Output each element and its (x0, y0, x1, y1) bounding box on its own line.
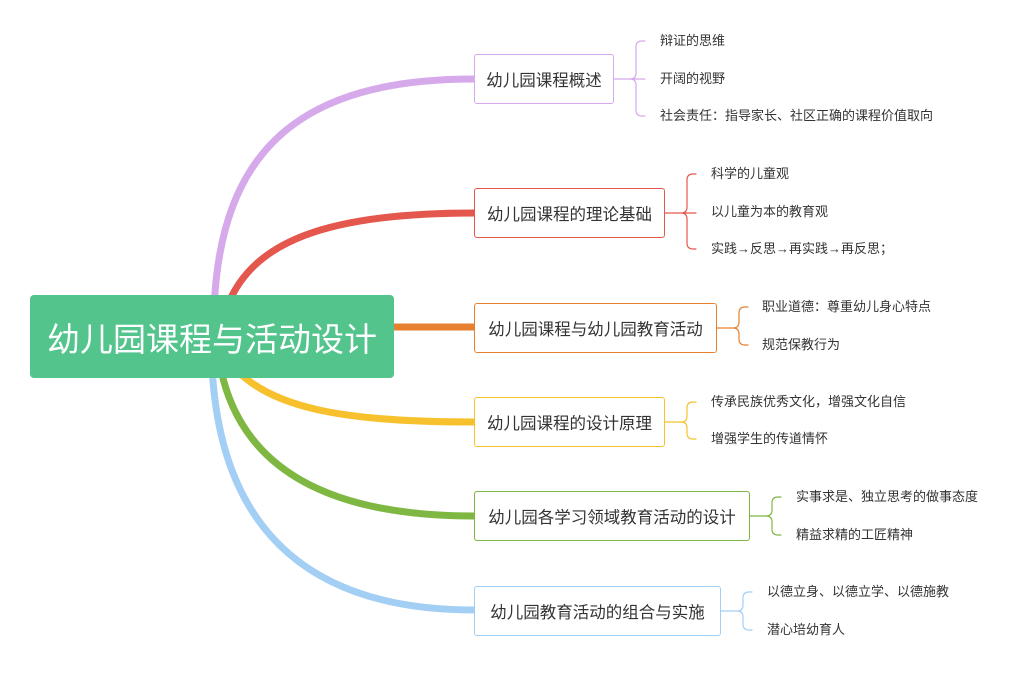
topic-curriculum-theory-basis[interactable]: 幼儿园课程的理论基础 (474, 188, 665, 238)
subtopic-item[interactable]: 以德立身、以德立学、以德施教 (767, 584, 950, 599)
branch-connector-1 (210, 75, 478, 314)
subtopic-item[interactable]: 职业道德：尊重幼儿身心特点 (762, 299, 932, 314)
subtopic-item[interactable]: 实践→反思→再实践→再反思； (711, 241, 894, 256)
topic-curriculum-design-principles[interactable]: 幼儿园课程的设计原理 (474, 397, 665, 447)
subtopic-item[interactable]: 精益求精的工匠精神 (796, 527, 914, 542)
subtopic-item[interactable]: 以儿童为本的教育观 (711, 204, 829, 219)
subtopic-bracket-4 (664, 401, 697, 440)
subtopic-bracket-5 (749, 496, 782, 536)
subtopic-item[interactable]: 科学的儿童观 (711, 166, 790, 181)
subtopic-item[interactable]: 规范保教行为 (762, 337, 841, 352)
topic-curriculum-and-activities[interactable]: 幼儿园课程与幼儿园教育活动 (474, 303, 717, 353)
branch-connector-6 (208, 361, 478, 614)
subtopic-bracket-2 (664, 173, 697, 250)
subtopic-item[interactable]: 潜心培幼育人 (767, 622, 846, 637)
subtopic-bracket-6 (720, 591, 753, 631)
branch-connector-4 (228, 361, 478, 426)
branch-connector-5 (216, 361, 478, 520)
subtopic-item[interactable]: 辩证的思维 (660, 33, 726, 48)
subtopic-bracket-3 (716, 306, 749, 346)
subtopic-item[interactable]: 社会责任：指导家长、社区正确的课程价值取向 (660, 108, 934, 123)
topic-curriculum-overview[interactable]: 幼儿园课程概述 (474, 54, 614, 104)
topic-domain-activity-design[interactable]: 幼儿园各学习领域教育活动的设计 (474, 491, 750, 541)
subtopic-item[interactable]: 开阔的视野 (660, 71, 726, 86)
subtopic-item[interactable]: 实事求是、独立思考的做事态度 (796, 489, 979, 504)
subtopic-item[interactable]: 增强学生的传道情怀 (711, 431, 829, 446)
subtopic-bracket-1 (613, 40, 646, 117)
branch-connector-2 (222, 209, 478, 314)
subtopic-item[interactable]: 传承民族优秀文化，增强文化自信 (711, 394, 907, 409)
topic-activity-combination-implementation[interactable]: 幼儿园教育活动的组合与实施 (474, 586, 721, 636)
central-topic[interactable]: 幼儿园课程与活动设计 (30, 295, 394, 378)
